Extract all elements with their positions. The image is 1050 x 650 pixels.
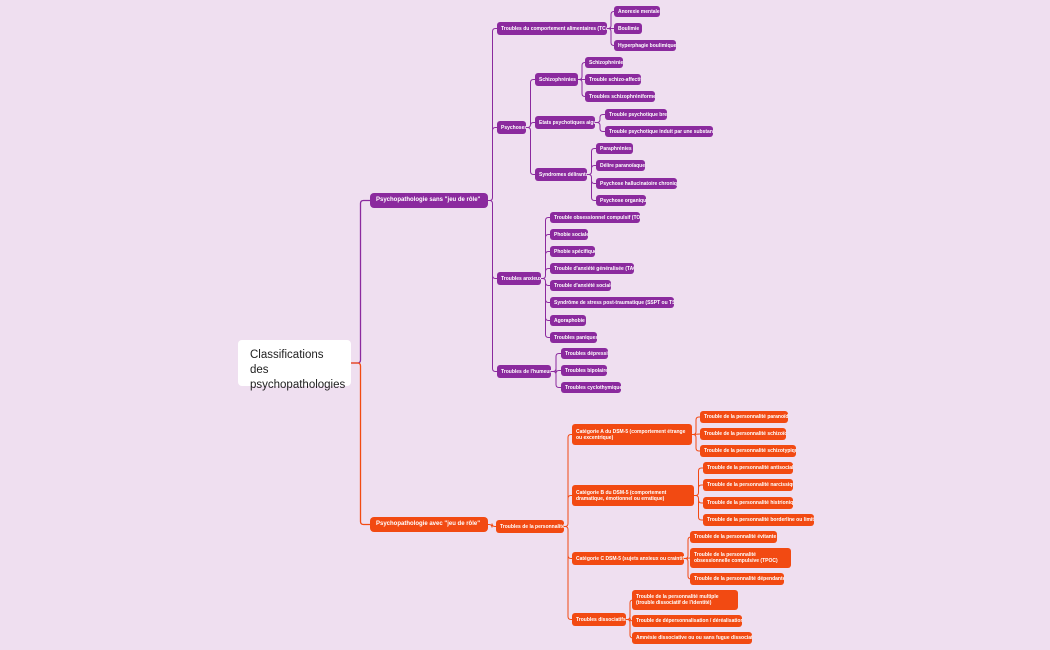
topic-schizophrenies[interactable]: Schizophrénies [535,73,578,86]
connector-n-b1 [488,28,497,372]
leaf-anorexie[interactable]: Anorexie mentale [614,6,660,17]
leaf-personnalite-multiple[interactable]: Trouble de la personnalité multiple (tro… [632,590,738,610]
topic-troubles-personnalite[interactable]: Troubles de la personnalité [496,520,564,533]
leaf-delire-paranoiaque[interactable]: Délire paranoïaque [596,160,645,171]
topic-troubles-humeur[interactable]: Troubles de l'humeur [497,365,551,378]
leaf-schizo-affectif[interactable]: Trouble schizo-affectif [585,74,641,85]
root-topic[interactable]: Classifications des psychopathologies [238,340,351,391]
leaf-phobie-sociale[interactable]: Phobie sociale [550,229,588,240]
leaf-schizophreniformes[interactable]: Troubles schizophréniformes [585,91,655,102]
branch-sans-jeu-de-role[interactable]: Psychopathologie sans "jeu de rôle" [370,193,488,208]
topic-categorie-c[interactable]: Catégorie C DSM-5 (sujets anxieux ou cra… [572,552,684,565]
leaf-borderline[interactable]: Trouble de la personnalité borderline ou… [703,514,814,526]
connector-n-catB [694,467,703,521]
leaf-paranoide[interactable]: Trouble de la personnalité paranoïde [700,411,788,423]
connector-n-anx [541,217,550,338]
leaf-evitante[interactable]: Trouble de la personnalité évitante [690,531,777,543]
connector-n-schizo [578,62,586,97]
leaf-antisociale[interactable]: Trouble de la personnalité antisociale [703,462,793,474]
connector-n-pers [564,434,572,620]
connector-root [351,362,370,526]
leaf-tpoc[interactable]: Trouble de la personnalité obsessionnell… [690,548,791,568]
leaf-hyperphagie[interactable]: Hyperphagie boulimique [614,40,676,51]
connector-n-aigus [595,114,605,132]
leaf-tag[interactable]: Trouble d'anxiété généralisée (TAG) [550,263,634,274]
leaf-dependante[interactable]: Trouble de la personnalité dépendante [690,573,784,585]
leaf-schizoide[interactable]: Trouble de la personnalité schizoïde [700,428,786,440]
connector-root [351,199,370,364]
branch-avec-jeu-de-role[interactable]: Psychopathologie avec "jeu de rôle" [370,517,488,532]
connector-n-b2 [488,523,496,528]
leaf-boulimie[interactable]: Boulimie [614,23,642,34]
leaf-schizophrenie[interactable]: Schizophrénie [585,57,623,68]
topic-categorie-b[interactable]: Catégorie B du DSM-5 (comportement drama… [572,485,694,506]
leaf-troubles-bipolaires[interactable]: Troubles bipolaires [561,365,607,376]
connector-n-catA [691,416,701,452]
leaf-agoraphobie[interactable]: Agoraphobie [550,315,586,326]
leaf-toc[interactable]: Trouble obsessionnel compulsif (TOC) [550,212,640,223]
topic-etats-psychotiques-aigus[interactable]: Etats psychotiques aigus [535,116,595,129]
leaf-troubles-paniques[interactable]: Troubles paniques [550,332,597,343]
connector-n-psy [526,79,535,175]
leaf-depersonnalisation[interactable]: Trouble de dépersonnalisation / déréalis… [632,615,742,627]
topic-tca[interactable]: Troubles du comportement alimentaires (T… [497,22,607,35]
topic-syndromes-delirants[interactable]: Syndromes délirants [535,168,587,181]
leaf-paraphrenies[interactable]: Paraphrénies [596,143,633,154]
connector-n-tca [607,11,615,46]
leaf-psychose-hallucinatoire[interactable]: Psychose hallucinatoire chronique [596,178,677,189]
connector-n-delir [587,148,596,201]
leaf-sspt[interactable]: Syndrôme de stress post-traumatique (SSP… [550,297,674,308]
topic-troubles-anxieux[interactable]: Troubles anxieux [497,272,541,285]
leaf-psychotique-substance[interactable]: Trouble psychotique induit par une subst… [605,126,713,137]
topic-psychoses[interactable]: Psychoses [497,121,526,134]
leaf-schizotypique[interactable]: Trouble de la personnalité schizotypique [700,445,796,457]
leaf-anxiete-sociale[interactable]: Trouble d'anxiété sociale [550,280,611,291]
topic-categorie-a[interactable]: Catégorie A du DSM-5 (comportement étran… [572,424,692,445]
connector-n-catC [683,536,692,580]
leaf-psychotique-bref[interactable]: Trouble psychotique bref [605,109,667,120]
leaf-amnesie-dissociative[interactable]: Amnésie dissociative ou ou sans fugue di… [632,632,752,644]
leaf-phobie-specifique[interactable]: Phobie spécifique [550,246,595,257]
leaf-narcissique[interactable]: Trouble de la personnalité narcissique [703,479,793,491]
leaf-troubles-depressifs[interactable]: Troubles dépressifs [561,348,608,359]
topic-troubles-dissociatifs[interactable]: Troubles dissociatifs [572,613,626,626]
connector-n-diss [626,599,634,639]
connector-n-hum [551,353,561,388]
leaf-histrionique[interactable]: Trouble de la personnalité histrionique [703,497,793,509]
leaf-psychose-organique[interactable]: Psychose organique [596,195,646,206]
leaf-troubles-cyclothymiques[interactable]: Troubles cyclothymiques [561,382,621,393]
